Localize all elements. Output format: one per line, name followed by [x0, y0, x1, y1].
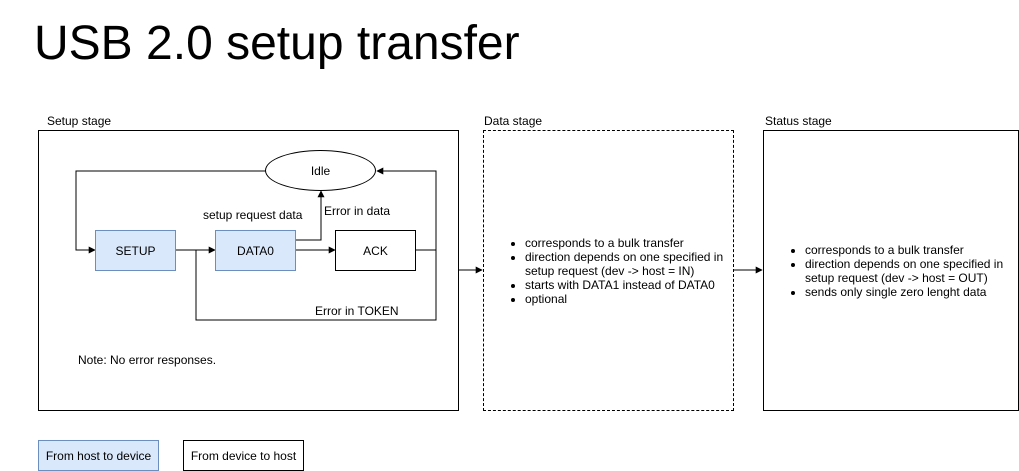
data-stage-label: Data stage	[484, 114, 543, 128]
idle-node: Idle	[265, 150, 376, 191]
status-stage-label: Status stage	[765, 114, 832, 128]
legend-device-to-host: From device to host	[183, 440, 304, 471]
list-item: sends only single zero lenght data	[805, 285, 1019, 299]
setup-node: SETUP	[95, 230, 176, 271]
list-item: optional	[525, 292, 743, 306]
status-stage-box	[763, 130, 1019, 411]
data-stage-bullets: corresponds to a bulk transfer direction…	[511, 236, 743, 306]
data-stage-box	[483, 130, 734, 411]
setup-stage-note: Note: No error responses.	[78, 353, 217, 367]
edge-data0-to-idle	[296, 190, 325, 241]
data0-node: DATA0	[215, 230, 296, 271]
list-item: direction depends on one specified in se…	[805, 257, 1019, 285]
list-item: corresponds to a bulk transfer	[805, 243, 1019, 257]
list-item: starts with DATA1 instead of DATA0	[525, 278, 743, 292]
legend-host-to-device: From host to device	[38, 440, 159, 471]
edge-ack-to-idle	[376, 167, 437, 251]
edge-idle-to-setup	[75, 170, 266, 254]
ack-node: ACK	[335, 230, 416, 271]
setup-request-data-label: setup request data	[203, 208, 303, 222]
error-in-data-label: Error in data	[324, 204, 391, 218]
error-in-token-label: Error in TOKEN	[315, 304, 399, 318]
status-stage-bullets: corresponds to a bulk transfer direction…	[791, 243, 1019, 299]
diagram-title: USB 2.0 setup transfer	[34, 17, 520, 70]
list-item: corresponds to a bulk transfer	[525, 236, 743, 250]
edge-error-in-token	[176, 249, 437, 321]
list-item: direction depends on one specified in se…	[525, 250, 743, 278]
setup-stage-label: Setup stage	[47, 114, 112, 128]
